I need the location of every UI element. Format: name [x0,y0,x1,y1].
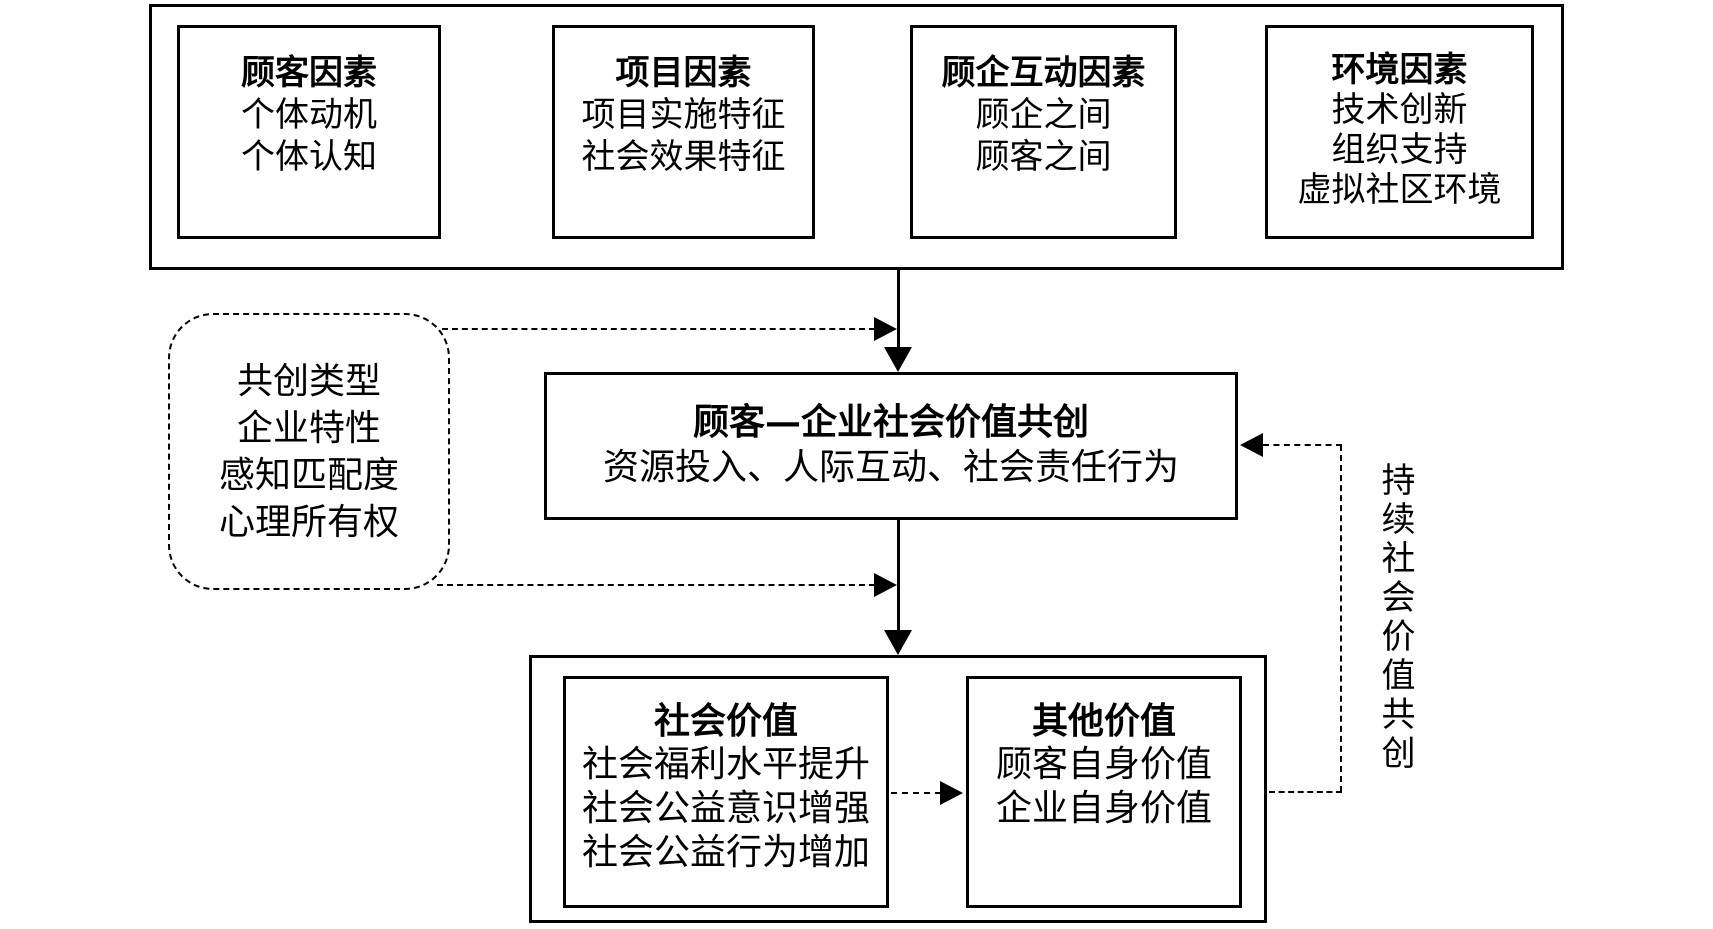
factor-box-project-title: 项目因素 [615,53,752,93]
factor-box-interaction-line: 顾客之间 [975,137,1112,177]
arrow-social-to-other-line [891,792,941,794]
feedback-path-vertical [1340,445,1342,792]
factor-box-environment-line: 组织支持 [1331,130,1468,170]
factor-box-project-line: 社会效果特征 [581,137,786,177]
social-value-line: 社会公益意识增强 [581,788,870,829]
factor-box-project-line: 项目实施特征 [581,95,786,135]
right-arrowhead-icon [874,317,897,341]
right-arrowhead-icon [874,573,897,597]
social-value-line: 社会公益行为增加 [581,832,870,873]
factor-box-project: 项目因素 项目实施特征 社会效果特征 [552,25,815,239]
core-cocreation-subtitle: 资源投入、人际互动、社会责任行为 [602,447,1179,488]
down-arrowhead-icon [884,347,912,372]
factor-box-environment: 环境因素 技术创新 组织支持 虚拟社区环境 [1265,25,1534,239]
arrow-antecedents-to-core-line [897,270,900,355]
social-value-title: 社会价值 [653,700,798,742]
left-arrowhead-icon [1240,433,1263,457]
factor-box-interaction-title: 顾企互动因素 [941,53,1146,93]
moderators-line: 感知匹配度 [218,454,399,496]
other-value-title: 其他价值 [1031,700,1176,742]
social-value-box: 社会价值 社会福利水平提升 社会公益意识增强 社会公益行为增加 [563,676,889,908]
feedback-path-bottom [1269,791,1342,793]
core-cocreation-box: 顾客—企业社会价值共创 资源投入、人际互动、社会责任行为 [544,372,1238,520]
other-value-box: 其他价值 顾客自身价值 企业自身价值 [966,676,1242,908]
factor-box-interaction: 顾企互动因素 顾企之间 顾客之间 [910,25,1177,239]
factor-box-environment-line: 技术创新 [1331,90,1468,130]
right-arrowhead-icon [940,781,963,805]
factor-box-customer-line: 个体动机 [241,95,377,135]
factor-box-customer: 顾客因素 个体动机 个体认知 [177,25,441,239]
social-value-line: 社会福利水平提升 [581,744,870,785]
arrow-core-to-outcomes-line [897,520,900,638]
feedback-label: 持续社会价值共创 [1375,462,1415,774]
down-arrowhead-icon [884,630,912,655]
factor-box-customer-line: 个体认知 [241,137,377,177]
factor-box-environment-title: 环境因素 [1331,50,1468,90]
factor-box-environment-line: 虚拟社区环境 [1297,170,1502,210]
feedback-path-top [1263,444,1342,446]
moderators-box: 共创类型 企业特性 感知匹配度 心理所有权 [168,313,450,590]
moderators-line: 心理所有权 [218,501,399,543]
other-value-line: 企业自身价值 [995,788,1212,829]
core-cocreation-title: 顾客—企业社会价值共创 [692,401,1089,443]
moderators-line: 共创类型 [236,360,381,402]
factor-box-interaction-line: 顾企之间 [975,95,1112,135]
factor-box-customer-title: 顾客因素 [241,53,377,93]
moderator-arrow-bottom-line [437,584,875,586]
moderator-arrow-top-line [442,328,875,330]
other-value-line: 顾客自身价值 [995,744,1212,785]
moderators-line: 企业特性 [236,407,381,449]
